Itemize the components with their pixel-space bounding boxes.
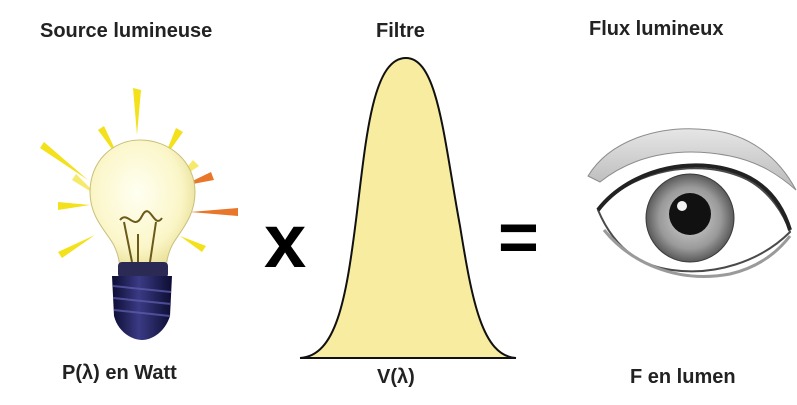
filter-title: Filtre xyxy=(376,20,425,42)
light-bulb-icon xyxy=(40,88,238,340)
bulb-base xyxy=(112,276,172,340)
source-title: Source lumineuse xyxy=(40,20,213,42)
flux-title: Flux lumineux xyxy=(589,18,724,40)
equals-operator: = xyxy=(498,198,539,276)
bulb-filament xyxy=(119,210,163,264)
bulb-glass xyxy=(89,139,196,273)
filter-curve xyxy=(299,56,517,359)
flux-caption: F en lumen xyxy=(630,366,736,388)
eye-icon xyxy=(587,128,797,278)
source-caption: P(λ) en Watt xyxy=(62,362,177,384)
filter-caption: V(λ) xyxy=(377,366,415,388)
multiply-operator: x xyxy=(264,199,307,284)
eye-pupil xyxy=(669,193,711,235)
